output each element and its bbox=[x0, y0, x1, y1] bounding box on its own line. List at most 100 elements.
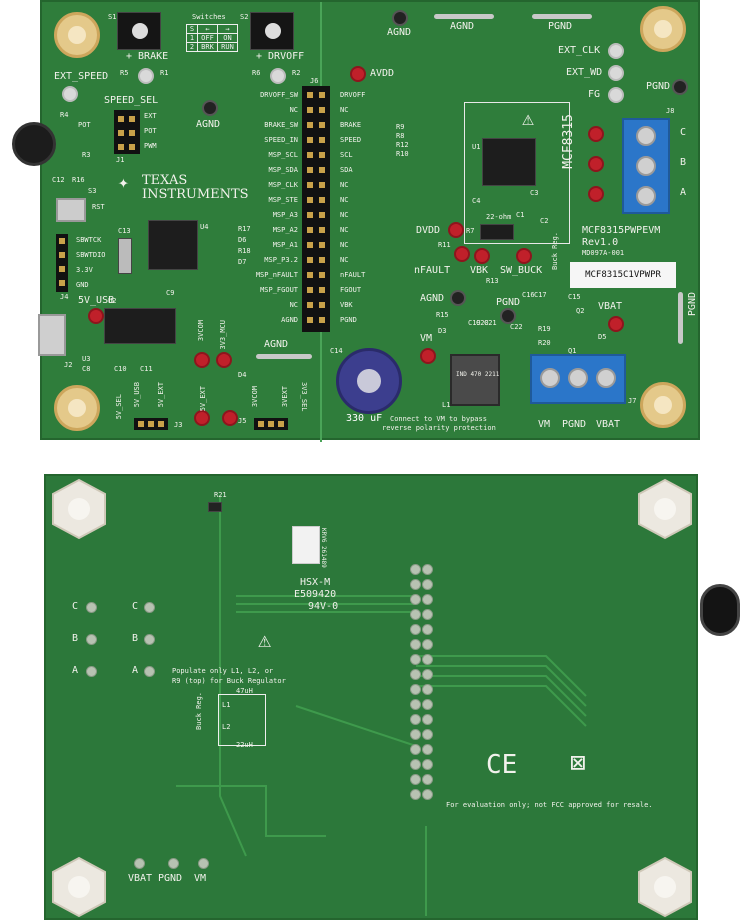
potentiometer-knob[interactable] bbox=[12, 122, 56, 166]
terminal-screw[interactable] bbox=[636, 186, 656, 206]
header-pin[interactable] bbox=[307, 137, 313, 143]
j6-left-pin-label: MSP_A1 bbox=[272, 241, 298, 249]
test-point[interactable] bbox=[88, 308, 104, 324]
header-pin[interactable] bbox=[319, 182, 325, 188]
header-pin[interactable] bbox=[319, 317, 325, 323]
test-point[interactable] bbox=[194, 410, 210, 426]
header-pin[interactable] bbox=[319, 272, 325, 278]
header-pin[interactable] bbox=[307, 122, 313, 128]
pgnd-test-point[interactable] bbox=[672, 79, 688, 95]
via-pad bbox=[410, 594, 421, 605]
ext-speed-test-point[interactable] bbox=[62, 86, 78, 102]
vbk-test-point[interactable] bbox=[474, 248, 490, 264]
j6-left-pin-label: DRVOFF_SW bbox=[260, 91, 298, 99]
sw-buck-test-point[interactable] bbox=[516, 248, 532, 264]
header-pin[interactable] bbox=[307, 242, 313, 248]
pgnd-top-bar[interactable] bbox=[532, 14, 592, 19]
agnd-test-point[interactable] bbox=[450, 290, 466, 306]
test-point[interactable] bbox=[216, 352, 232, 368]
terminal-screw[interactable] bbox=[568, 368, 588, 388]
agnd-bar[interactable] bbox=[256, 354, 312, 359]
avdd-test-point[interactable] bbox=[350, 66, 366, 82]
nut bbox=[52, 478, 106, 540]
header-pin[interactable] bbox=[307, 92, 313, 98]
header-pin[interactable] bbox=[319, 212, 325, 218]
header-pin[interactable] bbox=[307, 287, 313, 293]
brake-switch[interactable] bbox=[117, 12, 161, 50]
header-pin[interactable] bbox=[319, 122, 325, 128]
nfault-test-point[interactable] bbox=[454, 246, 470, 262]
phase-a-test-point[interactable] bbox=[588, 186, 604, 202]
v3vcom2-label: 3VCOM bbox=[251, 386, 259, 408]
j6-connector[interactable] bbox=[302, 86, 330, 332]
via-pad bbox=[410, 789, 421, 800]
header-pin[interactable] bbox=[319, 242, 325, 248]
header-pin[interactable] bbox=[307, 272, 313, 278]
vm-test-point[interactable] bbox=[420, 348, 436, 364]
header-pin[interactable] bbox=[307, 197, 313, 203]
d6-label: D6 bbox=[238, 236, 247, 244]
header-pin[interactable] bbox=[307, 302, 313, 308]
vm-bottom-label: VM bbox=[194, 873, 207, 884]
ext-clk-test-point[interactable] bbox=[608, 43, 624, 59]
header-pin[interactable] bbox=[319, 137, 325, 143]
c4-label: C4 bbox=[472, 197, 481, 205]
switches-cell: RUN bbox=[221, 43, 234, 51]
header-pin[interactable] bbox=[307, 107, 313, 113]
ext-wd-test-point[interactable] bbox=[608, 65, 624, 81]
agnd-top-bar[interactable] bbox=[434, 14, 494, 19]
header-pin[interactable] bbox=[319, 92, 325, 98]
dvdd-test-point[interactable] bbox=[448, 222, 464, 238]
drvoff-switch[interactable] bbox=[250, 12, 294, 50]
evm-label: MCF8315PWPEVM bbox=[582, 225, 661, 236]
jtag-header[interactable] bbox=[56, 234, 68, 292]
power-terminal-j7[interactable] bbox=[530, 354, 626, 404]
usb-port-j2[interactable] bbox=[38, 314, 66, 356]
u1-label: U1 bbox=[472, 143, 481, 151]
header-pin[interactable] bbox=[319, 107, 325, 113]
header-pin[interactable] bbox=[319, 152, 325, 158]
switches-cell: → bbox=[225, 25, 230, 33]
header-pin[interactable] bbox=[319, 287, 325, 293]
inductor-footprint bbox=[218, 694, 266, 746]
header-pin[interactable] bbox=[307, 257, 313, 263]
reset-button[interactable] bbox=[56, 198, 86, 222]
terminal-screw[interactable] bbox=[636, 156, 656, 176]
pgnd-side-bar[interactable] bbox=[678, 292, 683, 344]
header-pin[interactable] bbox=[307, 212, 313, 218]
agnd-test-point[interactable] bbox=[392, 10, 408, 26]
agnd-test-point[interactable] bbox=[202, 100, 218, 116]
terminal-screw[interactable] bbox=[540, 368, 560, 388]
j6-left-pin-label: SPEED_IN bbox=[264, 136, 298, 144]
test-point[interactable] bbox=[222, 410, 238, 426]
test-point[interactable] bbox=[138, 68, 154, 84]
r2-label: R2 bbox=[292, 69, 301, 77]
j5-label: J5 bbox=[238, 417, 247, 425]
header-pin[interactable] bbox=[307, 317, 313, 323]
header-pin[interactable] bbox=[307, 182, 313, 188]
header-pin[interactable] bbox=[319, 167, 325, 173]
test-point[interactable] bbox=[270, 68, 286, 84]
speed-sel-jumper[interactable] bbox=[114, 110, 140, 154]
phase-c-test-point[interactable] bbox=[588, 126, 604, 142]
header-pin[interactable] bbox=[319, 257, 325, 263]
header-pin[interactable] bbox=[319, 197, 325, 203]
v5-sel-jumper[interactable] bbox=[134, 418, 168, 430]
header-pin[interactable] bbox=[307, 167, 313, 173]
pgnd-test-point[interactable] bbox=[500, 308, 516, 324]
mounting-standoff bbox=[640, 6, 686, 52]
header-pin[interactable] bbox=[319, 302, 325, 308]
q2-label: Q2 bbox=[576, 307, 585, 315]
terminal-screw[interactable] bbox=[596, 368, 616, 388]
v3-sel-jumper[interactable] bbox=[254, 418, 288, 430]
header-pin[interactable] bbox=[319, 227, 325, 233]
test-point[interactable] bbox=[194, 352, 210, 368]
c15-label: C15 bbox=[568, 293, 581, 301]
header-pin[interactable] bbox=[307, 227, 313, 233]
phase-b-test-point[interactable] bbox=[588, 156, 604, 172]
fg-test-point[interactable] bbox=[608, 87, 624, 103]
vbat-test-point[interactable] bbox=[608, 316, 624, 332]
header-pin[interactable] bbox=[307, 152, 313, 158]
terminal-screw[interactable] bbox=[636, 126, 656, 146]
motor-terminal-j8[interactable] bbox=[622, 118, 670, 214]
